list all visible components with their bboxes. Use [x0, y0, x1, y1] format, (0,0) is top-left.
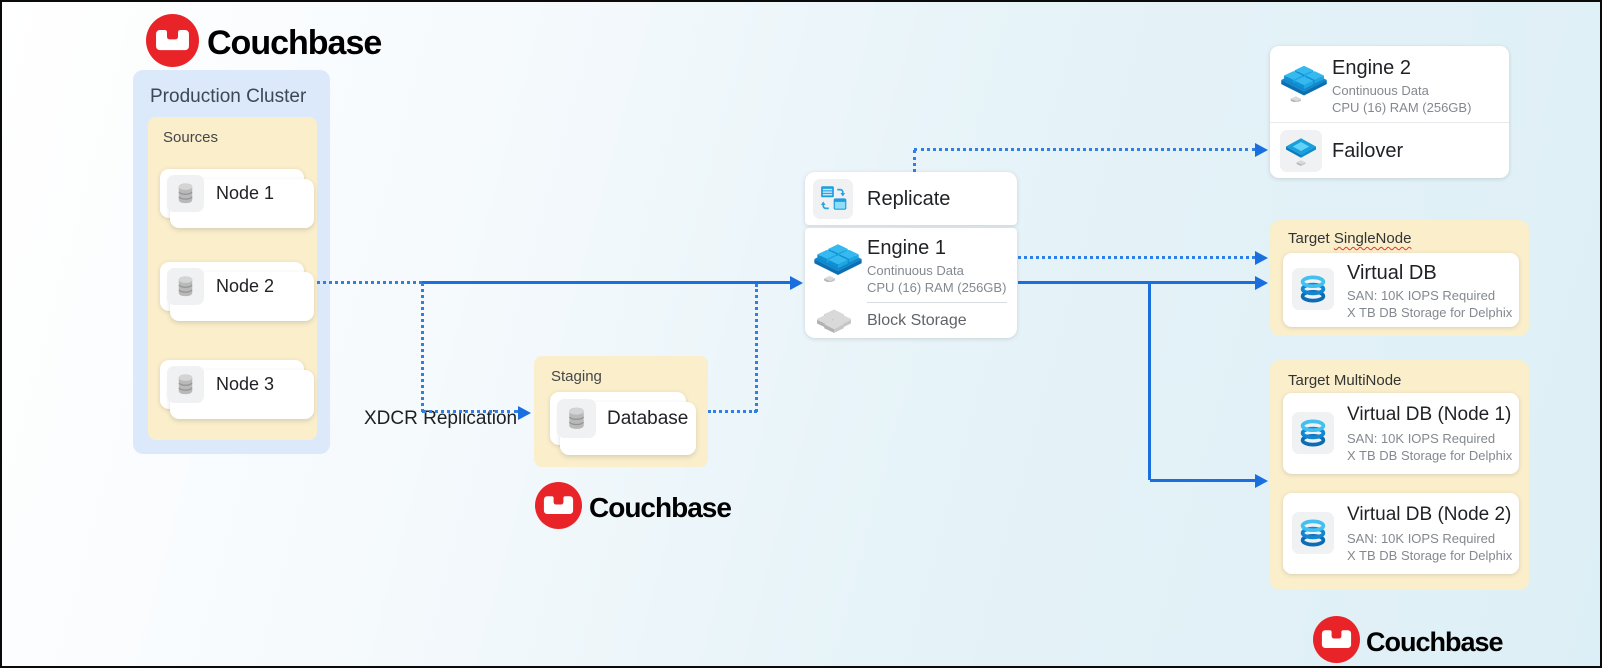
virtual-db-line2: X TB DB Storage for Delphix: [1347, 305, 1513, 320]
engine1-divider: [867, 302, 1007, 303]
arrowhead-solid-into-singlenode: [1255, 276, 1268, 290]
replicate-sync-icon: [813, 178, 853, 219]
couchbase-logo-bottom-right: Couchbase: [1313, 616, 1504, 666]
database-cylinder-icon: [167, 175, 204, 212]
virtual-db-line1: SAN: 10K IOPS Required: [1347, 531, 1496, 546]
virtual-db-card-node1: Virtual DB (Node 1) SAN: 10K IOPS Requir…: [1283, 393, 1519, 474]
arrowhead-into-staging: [518, 406, 531, 420]
blue-rings-db-icon: [1292, 512, 1334, 554]
engine2-subtitle2: CPU (16) RAM (256GB): [1332, 100, 1472, 115]
replicate-card: Replicate: [805, 172, 1017, 225]
database-cylinder-icon: [167, 268, 204, 305]
virtual-db-line2: X TB DB Storage for Delphix: [1347, 548, 1513, 563]
connector-solid-to-multinode: [1150, 479, 1255, 482]
arrowhead-into-engine1: [790, 276, 803, 290]
connector-solid-to-singlenode: [1018, 281, 1255, 284]
target-singlenode-title-word: SingleNode: [1333, 230, 1412, 247]
target-singlenode-title-prefix: Target: [1288, 230, 1334, 247]
node-label: Node 2: [216, 276, 275, 296]
arrowhead-into-multinode: [1255, 474, 1268, 488]
blue-rings-db-icon: [1292, 268, 1334, 310]
arrowhead-dotted-into-singlenode: [1255, 251, 1268, 265]
couchbase-logo-icon: [1313, 616, 1360, 666]
failover-label: Failover: [1332, 140, 1404, 162]
node-2-card: Node 2: [160, 262, 314, 321]
staging-database-card: Database: [550, 392, 696, 455]
connector-dotted-to-failover: [914, 148, 1255, 151]
database-cylinder-icon: [167, 366, 204, 403]
connector-dotted-to-staging: [422, 410, 518, 413]
couchbase-logo-staging: Couchbase: [535, 482, 732, 534]
engine1-title: Engine 1: [867, 237, 946, 259]
block-storage-label: Block Storage: [867, 312, 967, 329]
staging-title: Staging: [551, 368, 602, 385]
virtual-db-card-single: Virtual DB SAN: 10K IOPS Required X TB D…: [1283, 253, 1519, 327]
database-label: Database: [607, 407, 689, 429]
connector-dotted-down-xdcr: [421, 283, 424, 412]
connector-dotted-replicate-up: [913, 150, 916, 172]
virtual-db-line2: X TB DB Storage for Delphix: [1347, 448, 1513, 463]
couchbase-wordmark: Couchbase: [589, 492, 732, 523]
production-cluster-title: Production Cluster: [150, 86, 307, 107]
virtual-db-title: Virtual DB: [1347, 262, 1437, 284]
virtual-db-line1: SAN: 10K IOPS Required: [1347, 288, 1496, 303]
virtual-db-line1: SAN: 10K IOPS Required: [1347, 431, 1496, 446]
couchbase-wordmark: Couchbase: [1366, 626, 1504, 657]
connector-dotted-node-to-branch: [310, 281, 422, 284]
connector-solid-branch-down: [1148, 283, 1151, 480]
couchbase-logo-top-left: Couchbase: [146, 14, 382, 72]
node-label: Node 1: [216, 183, 275, 203]
target-singlenode-title: Target SingleNode: [1288, 230, 1411, 247]
engine2-failover-card: Engine 2 Continuous Data CPU (16) RAM (2…: [1270, 46, 1509, 178]
connector-dotted-to-singlenode: [1018, 256, 1255, 259]
cube-grid-icon: [1278, 58, 1330, 102]
sources-title: Sources: [163, 129, 219, 146]
replicate-label: Replicate: [867, 187, 951, 210]
engine1-subtitle2: CPU (16) RAM (256GB): [867, 280, 1007, 295]
engine2-title: Engine 2: [1332, 57, 1411, 79]
storage-cubes-icon: [817, 308, 851, 334]
engine2-subtitle1: Continuous Data: [1332, 83, 1429, 98]
couchbase-logo-icon: [146, 14, 199, 72]
virtual-db-title: Virtual DB (Node 2): [1347, 504, 1512, 525]
couchbase-logo-icon: [535, 482, 582, 534]
node-1-card: Node 1: [160, 169, 314, 228]
node-3-card: Node 3: [160, 360, 314, 419]
virtual-db-card-node2: Virtual DB (Node 2) SAN: 10K IOPS Requir…: [1283, 493, 1519, 574]
cube-grid-icon: [811, 236, 865, 282]
engine1-subtitle1: Continuous Data: [867, 263, 964, 278]
arrowhead-into-failover: [1255, 143, 1268, 157]
node-label: Node 3: [216, 374, 275, 394]
database-cylinder-icon: [557, 399, 596, 438]
engine2-divider: [1270, 122, 1509, 123]
connector-solid-to-engine1: [422, 281, 790, 284]
connector-dotted-staging-up: [755, 284, 758, 412]
virtual-db-title: Virtual DB (Node 1): [1347, 404, 1512, 425]
layer-icon: [1280, 130, 1322, 172]
xdcr-replication-label: XDCR Replication: [364, 408, 518, 429]
target-multinode-title: Target MultiNode: [1288, 372, 1402, 389]
connector-dotted-from-staging: [708, 410, 757, 413]
engine1-card: Engine 1 Continuous Data CPU (16) RAM (2…: [805, 228, 1017, 338]
blue-rings-db-icon: [1292, 412, 1334, 454]
couchbase-wordmark: Couchbase: [207, 23, 382, 62]
